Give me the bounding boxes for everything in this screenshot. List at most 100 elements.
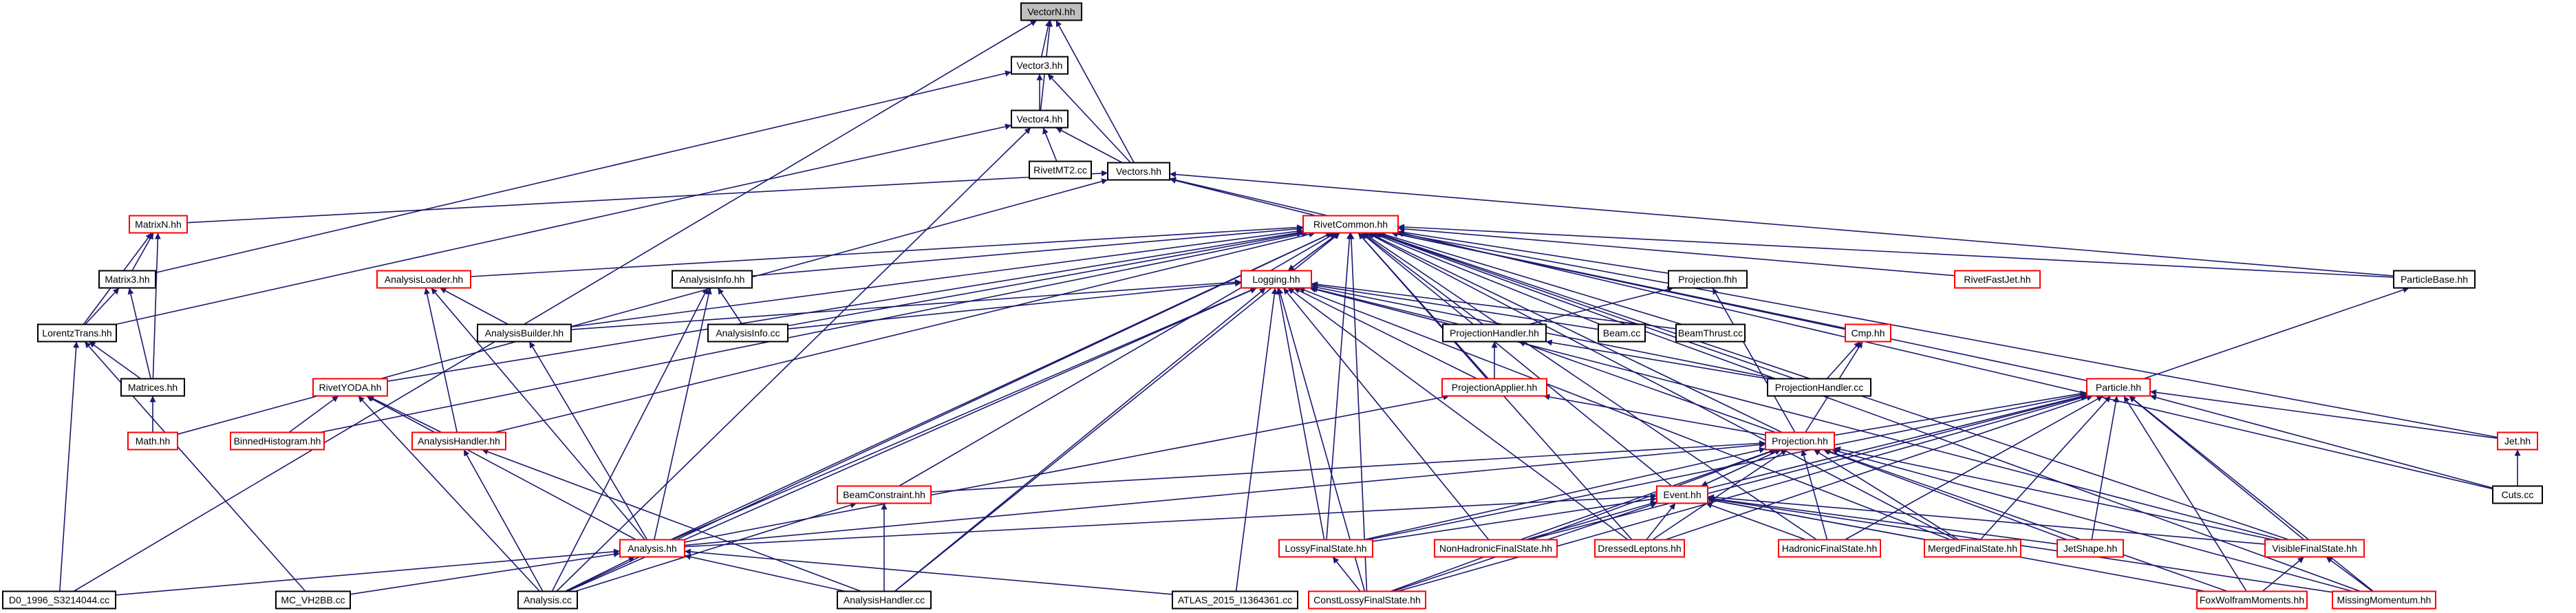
- node-rivetfastjet[interactable]: RivetFastJet.hh: [1954, 270, 2041, 289]
- node-projection-fhh[interactable]: Projection.fhh: [1668, 270, 1748, 289]
- node-box: [1278, 539, 1373, 558]
- edge: [319, 230, 1309, 433]
- edge-jet-to-rivetcommon: [1397, 230, 2498, 438]
- node-mcvh2bb[interactable]: MC_VH2BB.cc: [275, 590, 351, 610]
- node-projectionhandler-hh[interactable]: ProjectionHandler.hh: [1442, 323, 1547, 343]
- edge: [1528, 286, 1674, 325]
- node-logging[interactable]: Logging.hh: [1241, 270, 1312, 289]
- node-particlebase[interactable]: ParticleBase.hh: [2393, 270, 2476, 289]
- edge-analysishandler_cc-to-analysis_hh: [684, 554, 846, 592]
- node-vector3[interactable]: Vector3.hh: [1011, 56, 1069, 75]
- node-projection-hh[interactable]: Projection.hh: [1765, 431, 1835, 451]
- node-rivetmt2[interactable]: RivetMT2.cc: [1029, 160, 1092, 180]
- node-visiblefinalstate[interactable]: VisibleFinalState.hh: [2264, 539, 2365, 558]
- edge: [1707, 495, 2058, 545]
- node-math[interactable]: Math.hh: [127, 431, 178, 451]
- edge-projectionapplier-to-logging: [1293, 287, 1478, 380]
- node-nonhadronicfinalstate[interactable]: NonHadronicFinalState.hh: [1434, 539, 1558, 558]
- node-d0[interactable]: D0_1996_S3214044.cc: [2, 590, 116, 610]
- node-box: [1011, 56, 1069, 75]
- node-cmp[interactable]: Cmp.hh: [1845, 323, 1891, 343]
- edge-dressedleptons-to-logging: [1287, 287, 1629, 541]
- node-box: [1778, 539, 1881, 558]
- edge: [684, 493, 1657, 548]
- node-mergedfinalstate[interactable]: MergedFinalState.hh: [1924, 539, 2021, 558]
- node-binnedhistogram[interactable]: BinnedHistogram.hh: [230, 431, 325, 451]
- node-box: [2196, 590, 2308, 610]
- node-analysisinfo-cc[interactable]: AnalysisInfo.cc: [707, 323, 788, 343]
- node-projectionhandler-cc[interactable]: ProjectionHandler.cc: [1767, 378, 1871, 397]
- node-missingmomentum[interactable]: MissingMomentum.hh: [2332, 590, 2436, 610]
- edge-dressedleptons-to-projection_hh: [1652, 449, 1788, 541]
- edge: [1397, 226, 1955, 277]
- node-label: ConstLossyFinalState.hh: [1313, 594, 1421, 605]
- node-analysishandler-cc[interactable]: AnalysisHandler.cc: [837, 590, 932, 610]
- node-analysisinfo-hh[interactable]: AnalysisInfo.hh: [672, 270, 753, 289]
- node-matrices[interactable]: Matrices.hh: [120, 378, 185, 397]
- node-label: FoxWolframMoments.hh: [2200, 594, 2304, 605]
- node-matrix3[interactable]: Matrix3.hh: [98, 270, 156, 289]
- node-analysisbuilder[interactable]: AnalysisBuilder.hh: [477, 323, 572, 343]
- node-projectionapplier[interactable]: ProjectionApplier.hh: [1441, 378, 1547, 397]
- node-vector4[interactable]: Vector4.hh: [1011, 109, 1069, 129]
- edge: [1282, 287, 1490, 541]
- node-event[interactable]: Event.hh: [1656, 485, 1708, 504]
- node-foxwolfram[interactable]: FoxWolframMoments.hh: [2196, 590, 2308, 610]
- node-jetshape[interactable]: JetShape.hh: [2057, 539, 2124, 558]
- edge: [127, 288, 151, 379]
- node-box: [2057, 539, 2124, 558]
- node-analysishandler-hh[interactable]: AnalysisHandler.hh: [411, 431, 506, 451]
- edge-lossyfinalstate-to-rivetcommon: [1326, 233, 1353, 540]
- node-lossyfinalstate[interactable]: LossyFinalState.hh: [1278, 539, 1373, 558]
- node-box: [98, 270, 156, 289]
- edge: [570, 279, 1242, 330]
- node-analysis-cc[interactable]: Analysis.cc: [517, 590, 578, 610]
- node-analysisloader[interactable]: AnalysisLoader.hh: [376, 270, 471, 289]
- node-vectors[interactable]: Vectors.hh: [1107, 162, 1170, 181]
- node-beam[interactable]: Beam.cc: [1598, 323, 1646, 343]
- edge-missingmomentum-to-projection_hh: [1831, 448, 2353, 592]
- node-particle[interactable]: Particle.hh: [2086, 378, 2151, 397]
- node-hadronicfinalstate[interactable]: HadronicFinalState.hh: [1778, 539, 1881, 558]
- node-label: ProjectionApplier.hh: [1452, 382, 1538, 393]
- node-rivetcommon[interactable]: RivetCommon.hh: [1302, 215, 1399, 234]
- node-lorentztrans[interactable]: LorentzTrans.hh: [37, 323, 117, 343]
- edge: [2129, 395, 2374, 592]
- node-analysis-hh[interactable]: Analysis.hh: [619, 539, 685, 558]
- node-beamconstraint[interactable]: BeamConstraint.hh: [837, 485, 932, 504]
- edge: [528, 341, 648, 540]
- edge: [116, 123, 1012, 325]
- edge: [1366, 232, 1957, 541]
- node-matrixn[interactable]: MatrixN.hh: [129, 215, 188, 234]
- edge-analysishandler_hh-to-rivetcommon: [494, 231, 1316, 433]
- edge: [1287, 232, 1340, 272]
- node-label: HadronicFinalState.hh: [1782, 543, 1878, 554]
- edge: [2091, 396, 2119, 540]
- node-rivetyoda[interactable]: RivetYODA.hh: [312, 378, 388, 397]
- node-beamthrust[interactable]: BeamThrust.cc: [1675, 323, 1746, 343]
- edge-jetshape-to-particle: [2091, 396, 2119, 540]
- node-cuts[interactable]: Cuts.cc: [2492, 485, 2543, 504]
- node-label: NonHadronicFinalState.hh: [1439, 543, 1552, 554]
- edge: [1707, 394, 2087, 489]
- node-atlas[interactable]: ATLAS_2015_I1364361.cc: [1172, 590, 1298, 610]
- edge-analysisbuilder-to-rivetcommon: [570, 228, 1304, 327]
- node-label: RivetYODA.hh: [319, 382, 381, 393]
- edge-binnedhistogram-to-rivetcommon: [319, 230, 1309, 433]
- edge: [1397, 224, 2394, 278]
- edge-rivetfastjet-to-rivetcommon: [1397, 226, 1955, 277]
- node-box: [837, 590, 932, 610]
- edge-visiblefinalstate-to-particle: [2128, 395, 2305, 541]
- node-label: ParticleBase.hh: [2401, 274, 2468, 285]
- edge-particle-to-rivetcommon: [1391, 230, 2087, 381]
- edge-projection_hh-to-particle: [1834, 390, 2087, 436]
- edge: [424, 288, 458, 433]
- node-dressedleptons[interactable]: DressedLeptons.hh: [1594, 539, 1685, 558]
- edge: [1543, 394, 1766, 435]
- edge: [1368, 232, 1783, 433]
- node-constlossyfinalstate[interactable]: ConstLossyFinalState.hh: [1308, 590, 1426, 610]
- edge: [463, 449, 544, 592]
- node-label: Cuts.cc: [2502, 489, 2534, 500]
- node-jet[interactable]: Jet.hh: [2497, 431, 2538, 451]
- edge: [684, 394, 1450, 543]
